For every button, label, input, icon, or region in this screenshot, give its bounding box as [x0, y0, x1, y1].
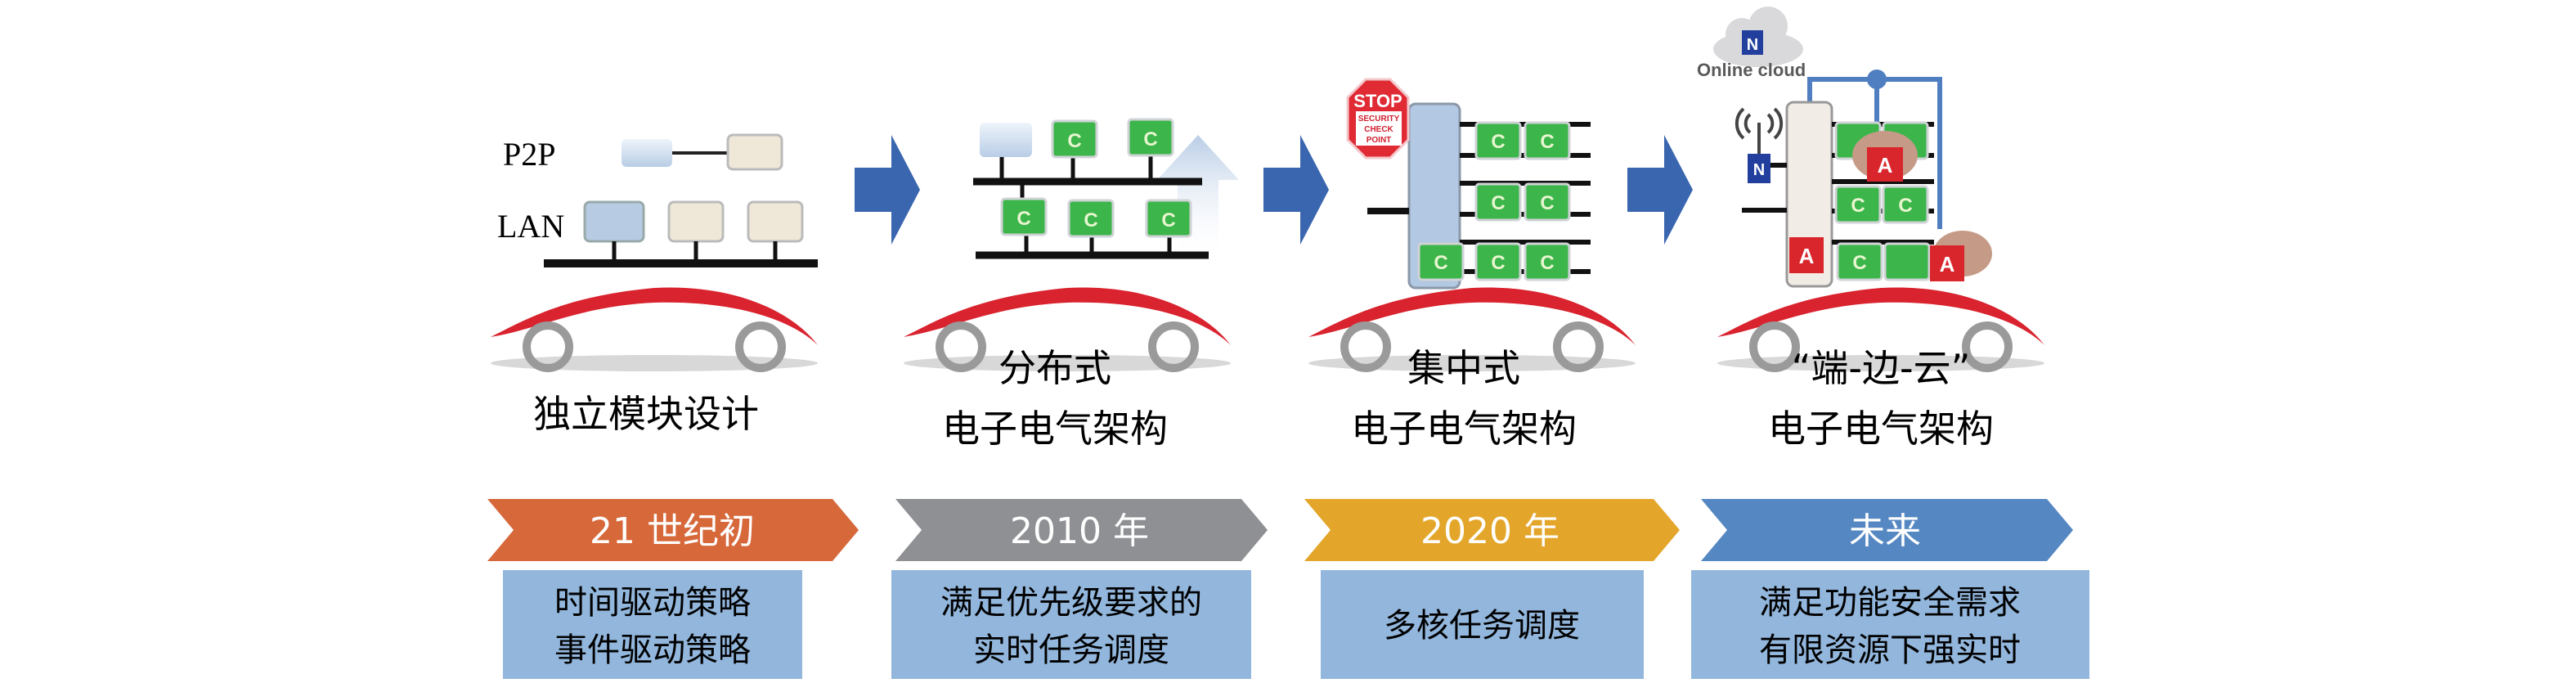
- lan-node: [747, 200, 804, 243]
- stage-4-diagram: N Online cloud C C C N: [1697, 7, 2044, 371]
- stage-3-diagram: C C C C C C C STOP SECURITY CHECK POINT: [1308, 78, 1636, 371]
- stage-4-title-line-1: “端-边-云”: [1792, 346, 1971, 390]
- app-label: A: [1799, 244, 1815, 268]
- arrow-right-icon: [1263, 135, 1329, 245]
- ecu-label: C: [1084, 209, 1097, 231]
- stage-2-diagram: C C C C C: [904, 118, 1239, 371]
- p2p-label: P2P: [503, 136, 556, 173]
- stage-3-title-line-1: 集中式: [1407, 346, 1520, 390]
- svg-text:满足功能安全需求: 满足功能安全需求: [1759, 584, 2021, 622]
- era-chevron-4: 未来: [1701, 499, 2073, 561]
- svg-text:满足优先级要求的: 满足优先级要求的: [940, 584, 1202, 622]
- svg-text:多核任务调度: 多核任务调度: [1384, 607, 1580, 645]
- svg-text:未来: 未来: [1849, 510, 1921, 552]
- online-cloud-label: Online cloud: [1697, 60, 1806, 80]
- ecu-label: C: [1434, 252, 1447, 274]
- central-gateway: [1407, 102, 1461, 290]
- app-label: A: [1878, 153, 1893, 177]
- p2p-node-a: [622, 139, 672, 167]
- ecu-label: C: [1491, 131, 1505, 153]
- svg-text:N: N: [1747, 36, 1758, 54]
- ecu-label: C: [1540, 252, 1554, 274]
- stop-sign-icon: STOP SECURITY CHECK POINT: [1346, 78, 1410, 160]
- era-chevron-3: 2020 年: [1304, 499, 1680, 561]
- arrow-right-icon: [1627, 135, 1693, 245]
- ecu-label: C: [1540, 192, 1554, 214]
- stage-1-diagram: P2P LAN: [491, 133, 818, 371]
- ecu-label: C: [1067, 130, 1081, 152]
- cloud-node: [1742, 30, 1763, 55]
- ecu-label: C: [1161, 209, 1175, 231]
- svg-text:N: N: [1753, 161, 1765, 179]
- ecu-label: C: [1016, 208, 1030, 230]
- era-chevron-1: 21 世纪初: [487, 499, 859, 561]
- svg-text:时间驱动策略: 时间驱动策略: [554, 584, 751, 622]
- svg-text:2010 年: 2010 年: [1010, 510, 1149, 552]
- stage-3-title-line-2: 电子电气架构: [1351, 407, 1577, 451]
- ecu-label: C: [1851, 195, 1865, 217]
- stage-1-title: 独立模块设计: [533, 392, 759, 436]
- app-label: A: [1940, 252, 1955, 276]
- ecu-label: C: [1491, 252, 1505, 274]
- arrow-right-icon: [855, 135, 920, 245]
- stage-2-title-line-1: 分布式: [999, 346, 1111, 390]
- ecu-label: C: [1491, 192, 1505, 214]
- svg-text:2020 年: 2020 年: [1420, 510, 1560, 552]
- lan-node: [667, 200, 725, 243]
- desc-box-1: 时间驱动策略 事件驱动策略: [503, 570, 802, 679]
- lan-label: LAN: [497, 208, 564, 245]
- stage-2-title-line-2: 电子电气架构: [942, 407, 1168, 451]
- desc-box-2: 满足优先级要求的 实时任务调度: [891, 570, 1251, 679]
- desc-box-3: 多核任务调度: [1321, 570, 1644, 679]
- svg-text:CHECK: CHECK: [1364, 125, 1393, 134]
- svg-text:事件驱动策略: 事件驱动策略: [554, 631, 751, 669]
- era-chevron-2: 2010 年: [895, 499, 1268, 561]
- wireless-node: [1748, 154, 1770, 183]
- ecu-label: C: [1852, 252, 1866, 274]
- ecu-label: C: [1898, 195, 1912, 217]
- p2p-node-b: [726, 133, 783, 171]
- svg-text:SECURITY: SECURITY: [1358, 115, 1400, 124]
- desc-box-4: 满足功能安全需求 有限资源下强实时: [1691, 570, 2089, 679]
- svg-text:21 世纪初: 21 世纪初: [590, 510, 755, 552]
- car-icon: [491, 288, 818, 371]
- antenna-signal-icon: [1735, 107, 1784, 154]
- ecu-label: C: [1540, 131, 1554, 153]
- ecu-label: C: [1143, 128, 1157, 151]
- svg-text:有限资源下强实时: 有限资源下强实时: [1759, 631, 2021, 669]
- svg-text:STOP: STOP: [1353, 91, 1402, 111]
- stage-4-title-line-2: 电子电气架构: [1768, 407, 1994, 451]
- lan-node: [583, 200, 645, 243]
- svg-text:POINT: POINT: [1367, 136, 1392, 145]
- svg-text:实时任务调度: 实时任务调度: [973, 631, 1169, 669]
